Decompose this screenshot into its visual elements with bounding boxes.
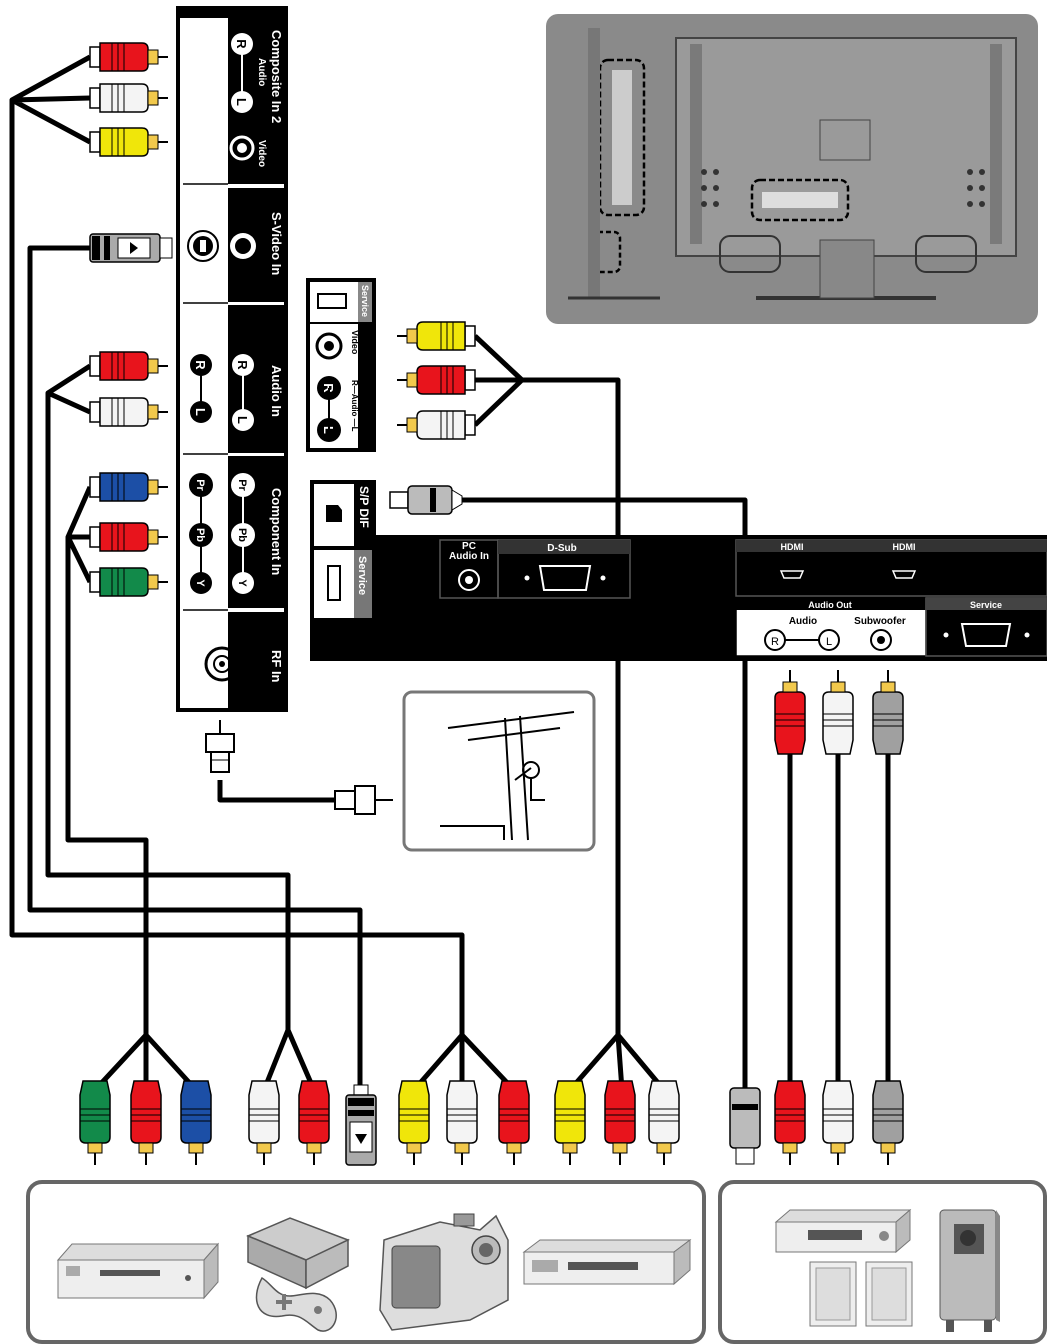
d-sub-label: D-Sub	[547, 543, 576, 554]
svg-text:L: L	[234, 98, 249, 106]
audio-out-l-plug	[823, 670, 853, 754]
bottom-audio-r-plug	[299, 1081, 329, 1165]
s-video-in-label: S-Video In	[269, 212, 284, 275]
side-input-panel: Service R L Video Composite In 1 R—Audio…	[306, 278, 376, 452]
side-service-label: Service	[360, 285, 370, 317]
service-left-label: Service	[356, 556, 368, 595]
bottom-pr-plug	[181, 1081, 211, 1165]
svg-text:L: L	[826, 636, 832, 648]
audio-devices-box	[720, 1182, 1045, 1342]
subwoofer-icon	[940, 1210, 1000, 1332]
subwoofer-label: Subwoofer	[854, 616, 906, 627]
svg-text:R: R	[234, 39, 249, 49]
bottom-audio-l-plug	[249, 1081, 279, 1165]
rf-in-label: RF In	[269, 650, 284, 683]
composite-in-2-audio-label: Audio	[256, 58, 267, 86]
s-video-plug-left	[90, 234, 172, 262]
bottom-composite-1-video-plug	[555, 1081, 585, 1165]
composite-2-l-plug	[90, 84, 168, 112]
side-plugs	[397, 322, 475, 439]
vcr-icon	[524, 1240, 690, 1284]
composite-1-r-plug	[397, 366, 475, 394]
dvd-player-icon	[58, 1244, 218, 1298]
service-right-label: Service	[970, 600, 1002, 610]
bottom-subwoofer-plug	[873, 1081, 903, 1165]
audio-in-r-plug	[90, 352, 168, 380]
source-devices-box	[28, 1182, 704, 1342]
antenna-icon	[404, 692, 594, 850]
component-in-label: Component In	[269, 488, 284, 575]
bottom-audio-out-r-plug	[775, 1081, 805, 1165]
bottom-composite-2-video-plug	[399, 1081, 429, 1165]
hdmi-2-label: HDMI	[893, 542, 916, 552]
svg-text:Y: Y	[236, 579, 248, 587]
audio-out-label: Audio Out	[808, 600, 852, 610]
bottom-y-plug	[80, 1081, 110, 1165]
side-video-label: Video	[350, 330, 360, 355]
composite-2-r-plug	[90, 43, 168, 71]
svg-text:R: R	[235, 360, 250, 370]
bottom-plug-row	[80, 1081, 903, 1165]
svg-text:R: R	[771, 636, 779, 648]
svg-text:Pr: Pr	[194, 479, 206, 491]
svg-text:Y: Y	[194, 579, 206, 587]
bottom-composite-2-l-plug	[447, 1081, 477, 1165]
svg-text:Pb: Pb	[236, 528, 248, 542]
composite-in-2-label: Composite In 2	[269, 30, 284, 123]
component-pb-plug	[90, 523, 168, 551]
bottom-optical-plug	[730, 1088, 760, 1164]
composite-in-2-video-label: Video	[256, 140, 267, 167]
composite-1-l-plug	[397, 411, 475, 439]
subwoofer-plug	[873, 670, 903, 754]
composite-in-1-label: Composite In 1	[360, 360, 369, 418]
bottom-composite-1-r-plug	[605, 1081, 635, 1165]
left-plugs	[90, 43, 172, 596]
bottom-pb-plug	[131, 1081, 161, 1165]
av-receiver-icon	[776, 1210, 910, 1252]
audio-out-r-plug	[775, 670, 805, 754]
audio-in-l-plug	[90, 398, 168, 426]
svg-text:Pb: Pb	[194, 528, 206, 542]
audio-label: Audio	[789, 616, 817, 627]
spdif-optical-plug	[390, 486, 462, 514]
svg-text:L: L	[235, 416, 250, 424]
svg-text:Pr: Pr	[236, 479, 248, 491]
svg-text:L: L	[193, 408, 208, 416]
hdmi-1-label: HDMI	[781, 542, 804, 552]
tv-back-photo	[546, 14, 1038, 324]
component-pr-plug	[90, 473, 168, 501]
bottom-composite-1-l-plug	[649, 1081, 679, 1165]
audio-in-label: Audio In	[269, 365, 284, 417]
sp-dif-label: S/P DIF	[357, 486, 371, 528]
component-y-plug	[90, 568, 168, 596]
bottom-s-video-plug	[346, 1085, 376, 1165]
svg-text:R: R	[193, 360, 208, 370]
audio-out-plugs	[775, 670, 903, 754]
composite-2-video-plug	[90, 128, 168, 156]
side-audio-label: R—Audio —L	[350, 380, 359, 432]
composite-1-video-plug	[397, 322, 475, 350]
bottom-composite-2-r-plug	[499, 1081, 529, 1165]
bottom-audio-out-l-plug	[823, 1081, 853, 1165]
left-input-panel: Composite In 2 Audio Video S-Video In Au…	[178, 8, 286, 710]
